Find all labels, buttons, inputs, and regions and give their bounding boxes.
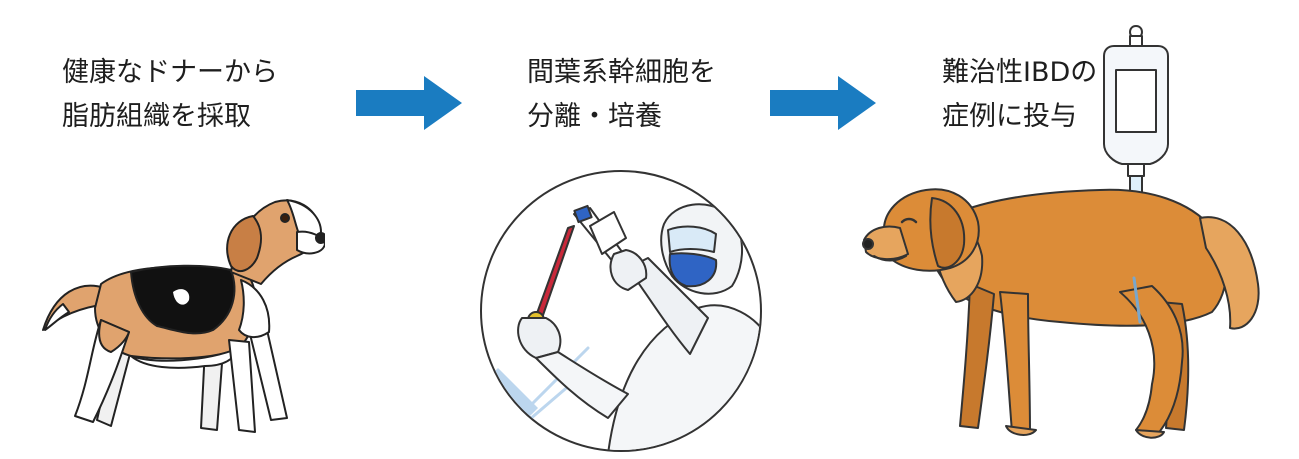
beagle-dog-illustration	[42, 199, 325, 433]
step-2-caption: 間葉系幹細胞を 分離・培養	[527, 51, 716, 139]
step-3-line-1: 難治性IBDの	[942, 57, 1098, 88]
step-3-line-2: 症例に投与	[942, 101, 1077, 132]
right-arrow-icon	[770, 76, 876, 130]
golden-retriever-iv-drip-illustration	[862, 25, 1260, 439]
lab-technician-pipette-illustration	[480, 170, 762, 452]
right-arrow-icon	[356, 76, 462, 130]
step-2-line-1: 間葉系幹細胞を	[527, 57, 716, 88]
step-1-caption: 健康なドナーから 脂肪組織を採取	[62, 51, 278, 139]
step-1-line-2: 脂肪組織を採取	[62, 101, 251, 132]
step-3-caption: 難治性IBDの 症例に投与	[942, 51, 1097, 139]
step-1-line-1: 健康なドナーから	[62, 57, 278, 88]
step-2-line-2: 分離・培養	[527, 101, 662, 132]
